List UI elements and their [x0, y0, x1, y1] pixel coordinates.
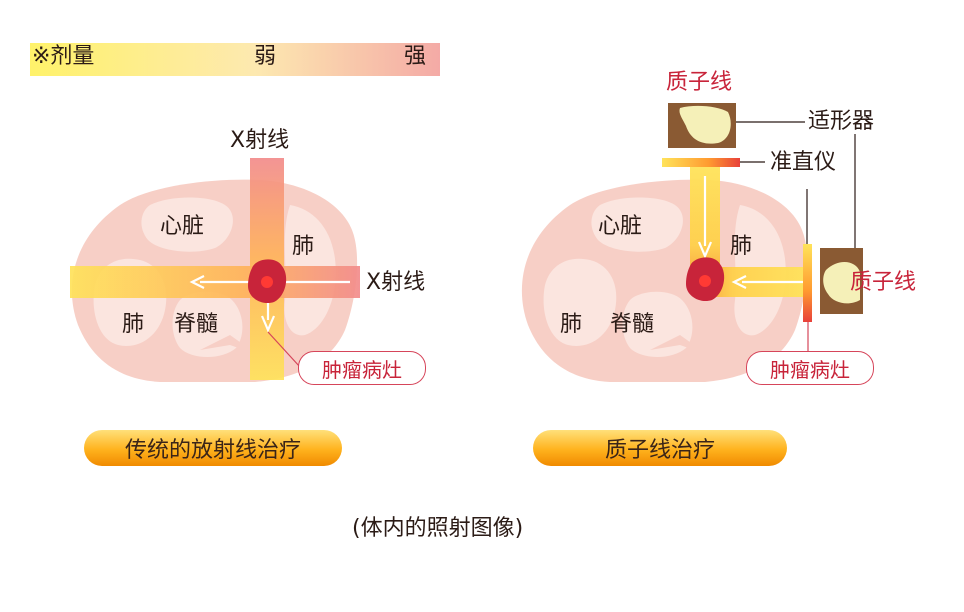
proton-top-label: 质子线	[666, 70, 733, 95]
right-arrow-left	[731, 275, 747, 289]
collimator-right	[803, 244, 812, 322]
dose-weak-label: 弱	[254, 44, 277, 69]
right-tumor-tag: 肿瘤病灶	[746, 351, 874, 385]
left-lung-left-label: 肺	[122, 312, 145, 337]
dose-label: ※剂量	[32, 44, 95, 69]
left-xray-top-label: X射线	[230, 128, 290, 153]
right-spine-label: 脊髓	[610, 312, 655, 337]
caption: (体内的照射图像)	[352, 516, 524, 541]
right-lung-left-label: 肺	[560, 312, 583, 337]
right-title-pill: 质子线治疗	[533, 430, 787, 466]
left-xray-right-label: X射线	[366, 270, 426, 295]
dose-gradient-bar	[30, 43, 440, 76]
left-arrow-down	[260, 315, 276, 333]
shaper-label: 适形器	[808, 109, 875, 134]
right-arrow-down	[697, 241, 713, 259]
left-arrow-left	[189, 275, 205, 289]
proton-right-label: 质子线	[850, 270, 917, 295]
right-lung-right-label: 肺	[730, 234, 753, 259]
dose-strong-label: 强	[404, 44, 427, 69]
collimator-label: 准直仪	[770, 150, 837, 175]
collimator-top	[662, 158, 740, 167]
left-tumor-tag: 肿瘤病灶	[298, 351, 426, 385]
right-heart-label: 心脏	[598, 214, 643, 239]
left-spine-label: 脊髓	[174, 312, 219, 337]
left-title-pill: 传统的放射线治疗	[84, 430, 342, 466]
left-lung-right-label: 肺	[292, 234, 315, 259]
left-heart-label: 心脏	[160, 214, 205, 239]
